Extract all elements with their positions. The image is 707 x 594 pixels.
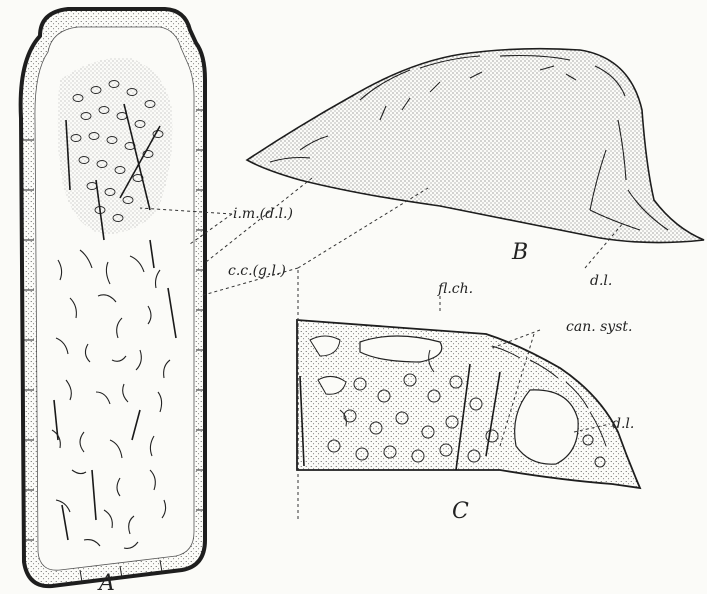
label-dl-b: d.l. [590,273,612,289]
label-fl-ch: fl.ch. [437,281,473,297]
panel-label-c: C [452,499,469,524]
panel-label-b: B [511,240,528,265]
panel-label-a: A [97,571,115,594]
label-dl-c: d.l. [612,416,634,432]
panel-b-drawing [247,49,704,243]
label-cc-gl: c.c.(g.l.) [228,263,286,279]
label-can-syst: can. syst. [566,319,632,335]
panel-c-drawing [297,320,640,488]
panel-a-drawing [21,9,206,586]
label-im-dl: i.m.(d.l.) [233,206,293,222]
